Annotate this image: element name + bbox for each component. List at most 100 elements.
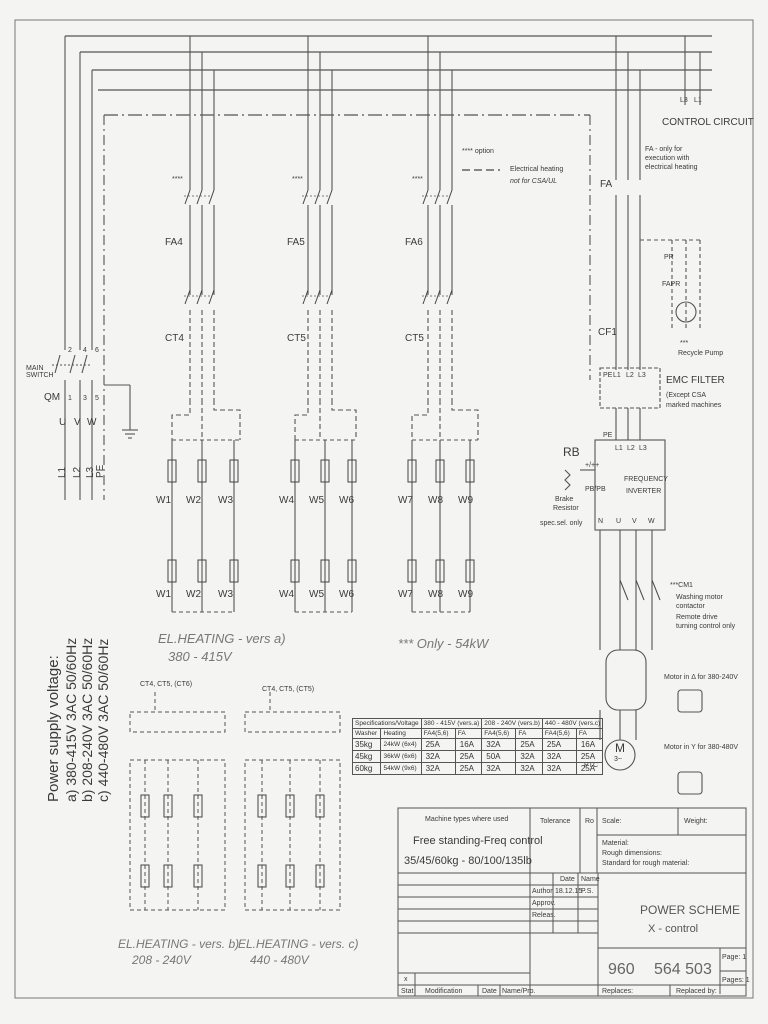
ctgroup-c: CT4, CT5, (CT5) — [262, 686, 315, 693]
tb-author-name: P.S. — [581, 888, 594, 895]
spec-sh1: Heating — [380, 728, 422, 739]
title-block-frame — [397, 807, 747, 997]
contactor-ct4: CT4 — [165, 333, 184, 344]
ctgroup-b: CT4, CT5, (CT6) — [140, 681, 193, 688]
fa-note-2: execution with — [645, 155, 690, 162]
motor-star: Motor in Y for 380-480V — [664, 744, 739, 751]
spec-r0c1: 24kW (6x4) — [380, 738, 422, 751]
spec-r1c0: 45kg — [351, 750, 382, 763]
inv-term-pe: PE — [603, 432, 613, 439]
spec-r2c1: 54kW (9x6) — [380, 762, 422, 775]
spec-r2c6: 32A — [541, 762, 577, 775]
heating-c-voltage: 440 - 480V — [250, 953, 309, 967]
pump-stars: *** — [680, 340, 689, 347]
spec-r1c3: 25A — [454, 750, 483, 763]
inv-term-n: N — [598, 518, 604, 525]
spec-r1c4: 50A — [481, 750, 517, 763]
emc-note-1: (Except CSA — [666, 392, 707, 399]
heating-c-title: EL.HEATING - vers. c) — [238, 937, 359, 951]
tb-material: Material: — [602, 840, 629, 847]
heater-w5-top: W5 — [309, 495, 324, 506]
inverter-line-2: INVERTER — [626, 488, 662, 495]
spec-r2c7: 25A — [575, 762, 604, 775]
inverter-plus: +/++ — [585, 462, 600, 469]
contactor-ct5: CT5 — [287, 333, 306, 344]
ms-term-1: 1 — [68, 395, 72, 402]
emc-term-l3: L3 — [638, 372, 646, 379]
spec-h3: 440 - 480V (vers.c) — [541, 718, 604, 729]
spec-h2: 208 - 240V (vers.b) — [481, 718, 543, 729]
motor-label: M — [615, 741, 625, 755]
cm1-ref: ***CM1 — [670, 582, 693, 589]
ms-term-3: 3 — [83, 395, 87, 402]
heater-w8-bot: W8 — [428, 589, 443, 600]
emc-term-l1: L1 — [613, 372, 621, 379]
heating-branches — [171, 36, 479, 613]
tb-num-2: 564 503 — [654, 961, 712, 978]
inv-term-l1: L1 — [615, 445, 623, 452]
tb-rough: Rough dimensions: — [602, 850, 662, 857]
spec-r0c6: 25A — [541, 738, 577, 751]
supply-a: a) 380-415V 3AC 50/60Hz — [63, 637, 79, 802]
tb-standard: Standard for rough material: — [602, 860, 690, 867]
motor-delta: Motor in Δ for 380-240V — [664, 674, 738, 681]
cm1-line-3: Remote drive — [676, 614, 718, 621]
sub-diagram-c — [244, 692, 341, 911]
tb-weight: Weight: — [684, 818, 708, 825]
inverter-brake-2: Resistor — [553, 505, 579, 512]
control-circuit-title: CONTROL CIRCUIT — [662, 117, 754, 128]
fuse-fa: FA — [600, 179, 613, 190]
spec-r1c2: 32A — [420, 750, 456, 763]
spec-sh4: FA4(5,6) — [481, 728, 517, 739]
spec-r1c7: 25A — [575, 750, 604, 763]
emc-note-2: marked machines — [666, 402, 722, 409]
spec-sh3: FA — [454, 728, 483, 739]
spec-h1: 380 - 415V (vers.a) — [420, 718, 483, 729]
tb-date: Date — [482, 988, 497, 995]
spec-r2c5: 32A — [515, 762, 543, 775]
fa-note-1: FA - only for — [645, 146, 683, 153]
supply-title: Power supply voltage: — [45, 655, 62, 802]
supply-bus — [65, 35, 712, 116]
supply-b: b) 208-240V 3AC 50/60Hz — [79, 637, 95, 802]
cm1-line-4: turning control only — [676, 623, 736, 630]
fuse-fa5: FA5 — [287, 237, 305, 248]
legend-option: **** option — [462, 148, 494, 155]
spec-r1c5: 32A — [515, 750, 543, 763]
spec-r2c3: 25A — [454, 762, 483, 775]
main-switch-ref: QM — [44, 392, 61, 403]
heater-w7-top: W7 — [398, 495, 413, 506]
heater-w7-bot: W7 — [398, 589, 413, 600]
heater-w1-bot: W1 — [156, 589, 171, 600]
tb-pages: Pages: 1 — [722, 977, 750, 984]
stars-2: **** — [292, 176, 303, 183]
legend-heating: Electrical heating — [510, 166, 564, 173]
ms-phase-u: U — [59, 417, 67, 428]
tb-types-1: Free standing-Freq control — [413, 835, 543, 847]
spec-sh2: FA4(5,6) — [420, 728, 456, 739]
spec-table: Specifications/Voltage 380 - 415V (vers.… — [351, 718, 604, 775]
tb-ro: Ro — [585, 818, 594, 825]
tb-approv: Approv. — [532, 900, 556, 907]
drawing-frame — [14, 19, 754, 999]
ms-term-6: 6 — [95, 347, 99, 354]
heating-b-voltage: 208 - 240V — [132, 953, 191, 967]
spec-r1c1: 36kW (6x6) — [380, 750, 422, 763]
tb-modification: Modification — [425, 988, 463, 995]
label-l3: L3 — [680, 97, 688, 104]
tb-page: Page: 1 — [722, 954, 747, 961]
fa-note-3: electrical heating — [645, 164, 698, 171]
contactor-cf1: CF1 — [598, 327, 617, 338]
ms-term-2: 2 — [68, 347, 72, 354]
tb-replaced-by: Replaced by: — [676, 988, 717, 995]
spec-table-row: 45kg 36kW (6x6) 32A 25A 50A 32A 32A 25A — [351, 750, 604, 763]
tb-tolerance: Tolerance — [540, 818, 571, 825]
fuse-fa6: FA6 — [405, 237, 423, 248]
pump-label: Recycle Pump — [678, 350, 724, 357]
tb-title-2: X - control — [648, 923, 699, 935]
cm1-line-1: Washing motor — [676, 594, 723, 601]
heating-a-voltage: 380 - 415V — [168, 649, 232, 664]
heater-w5-bot: W5 — [309, 589, 324, 600]
tb-author: Author — [532, 888, 553, 895]
